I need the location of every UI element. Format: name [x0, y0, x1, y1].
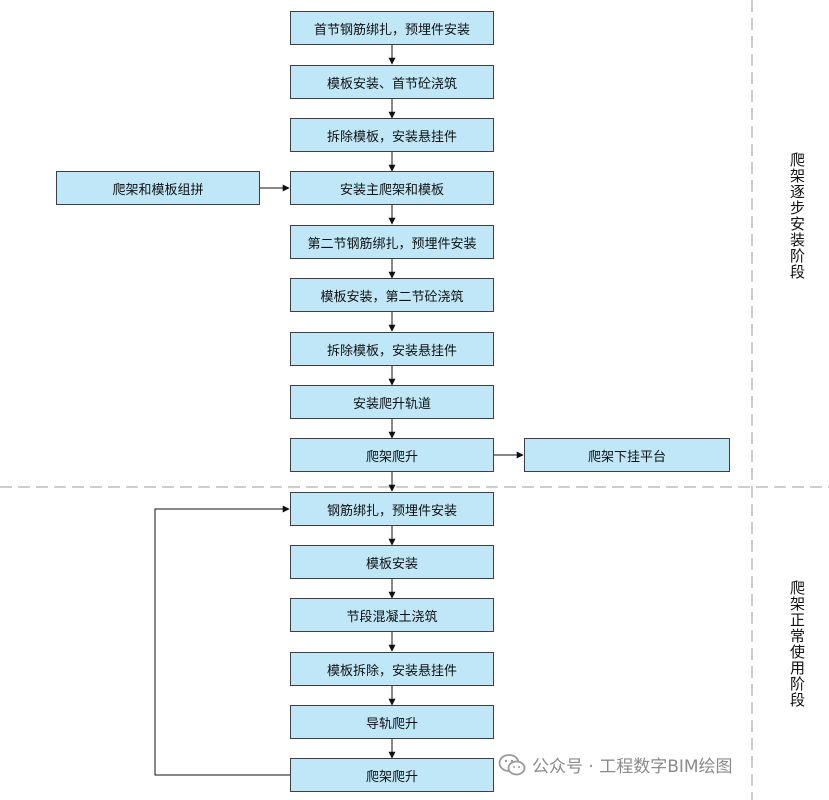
node-rebar-tying[interactable]: 钢筋绑扎，预埋件安装 — [290, 492, 494, 526]
edge-loop-n15-n10 — [154, 505, 290, 776]
node-segment-concrete-pour[interactable]: 节段混凝土浇筑 — [290, 598, 494, 632]
node-climber-lower-platform[interactable]: 爬架下挂平台 — [524, 438, 730, 472]
watermark-text: 公众号 · 工程数字BIM绘图 — [532, 757, 733, 777]
wechat-icon — [498, 753, 526, 775]
node-remove-formwork-2[interactable]: 拆除模板，安装悬挂件 — [290, 332, 494, 366]
node-formwork-second-pour[interactable]: 模板安装，第二节砼浇筑 — [290, 278, 494, 312]
node-first-rebar-tying[interactable]: 首节钢筋绑扎，预埋件安装 — [290, 11, 494, 45]
node-rail-lift[interactable]: 导轨爬升 — [290, 705, 494, 739]
node-formwork-removal[interactable]: 模板拆除，安装悬挂件 — [290, 652, 494, 686]
phase-label-installation: 爬架逐步安装阶段 — [788, 152, 806, 280]
watermark: 公众号 · 工程数字BIM绘图 — [498, 752, 733, 777]
node-climber-lift-2[interactable]: 爬架爬升 — [290, 758, 494, 792]
node-climber-formwork-assembly[interactable]: 爬架和模板组拼 — [56, 171, 260, 205]
node-install-main-climber[interactable]: 安装主爬架和模板 — [290, 171, 494, 205]
node-remove-formwork-1[interactable]: 拆除模板，安装悬挂件 — [290, 118, 494, 152]
node-formwork-install[interactable]: 模板安装 — [290, 545, 494, 579]
phase-label-normal-use: 爬架正常使用阶段 — [788, 580, 806, 708]
node-formwork-first-pour[interactable]: 模板安装、首节砼浇筑 — [290, 65, 494, 99]
node-second-rebar-tying[interactable]: 第二节钢筋绑扎，预埋件安装 — [290, 225, 494, 259]
node-climber-lift-1[interactable]: 爬架爬升 — [290, 438, 494, 472]
node-install-climbing-rail[interactable]: 安装爬升轨道 — [290, 385, 494, 419]
